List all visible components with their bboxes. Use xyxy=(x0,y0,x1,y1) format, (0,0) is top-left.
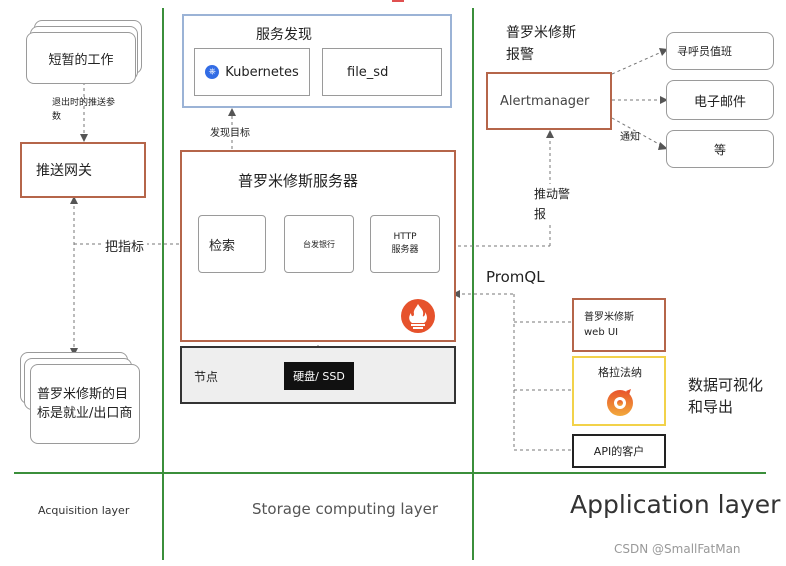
prometheus-logo-icon xyxy=(400,298,436,334)
short-job-box: 短暂的工作 xyxy=(26,32,136,84)
push-gateway-label: 推送网关 xyxy=(36,163,92,179)
api-clients-label: API的客户 xyxy=(593,445,645,458)
file-sd-label: file_sd xyxy=(347,64,389,80)
grafana-label: 格拉法纳 xyxy=(598,366,642,379)
top-red-marker xyxy=(392,0,404,2)
pagerduty-label: 寻呼员值班 xyxy=(677,45,732,58)
application-layer-label: Application layer xyxy=(570,490,781,519)
push-alerts-label: 推动警 报 xyxy=(532,184,573,224)
node-label: 节点 xyxy=(194,370,219,384)
short-job-label: 短暂的工作 xyxy=(48,52,114,68)
notify-label: 通知 xyxy=(620,132,640,143)
node-box: 节点 硬盘/ SSD xyxy=(180,346,456,404)
push-params-label: 退出时的推送参数 xyxy=(52,98,116,122)
pull-metrics-label: 把指标 xyxy=(102,236,148,255)
api-clients-box: API的客户 xyxy=(572,434,666,468)
http-server-box: HTTP 服务器 xyxy=(370,215,440,273)
layer-baseline xyxy=(14,472,766,474)
file-sd-box: file_sd xyxy=(322,48,442,96)
layer-divider-left xyxy=(162,8,164,560)
grafana-box: 格拉法纳 xyxy=(572,356,666,426)
web-ui-label: 普罗米修斯 web UI xyxy=(584,312,634,338)
service-discovery-box: 服务发现 ⎈ Kubernetes file_sd xyxy=(182,14,452,108)
etc-box: 等 xyxy=(666,130,774,168)
email-label: 电子邮件 xyxy=(693,94,746,110)
visualization-label: 数据可视化 和导出 xyxy=(688,376,764,416)
grafana-logo-icon xyxy=(604,386,636,418)
retrieval-label: 检索 xyxy=(209,238,236,254)
kubernetes-label: Kubernetes xyxy=(225,64,299,80)
alertmanager-box: Alertmanager xyxy=(486,72,612,130)
layer-divider-right xyxy=(472,8,474,560)
etc-label: 等 xyxy=(713,142,726,157)
targets-box: 普罗米修斯的目标是就业/出口商 xyxy=(30,364,140,444)
watermark: CSDN @SmallFatMan xyxy=(614,542,741,556)
kubernetes-icon: ⎈ xyxy=(205,65,220,79)
alerting-title: 普罗米修斯 报警 xyxy=(506,25,576,63)
disk-box: 硬盘/ SSD xyxy=(284,362,354,390)
kubernetes-box: ⎈ Kubernetes xyxy=(194,48,310,96)
storage-layer-label: Storage computing layer xyxy=(252,500,438,518)
web-ui-box: 普罗米修斯 web UI xyxy=(572,298,666,352)
discover-targets-label: 发现目标 xyxy=(210,128,250,139)
prometheus-server-box: 普罗米修斯服务器 检索 台发银行 HTTP 服务器 xyxy=(180,150,456,342)
promql-label: PromQL xyxy=(486,268,545,286)
tsdb-box: 台发银行 xyxy=(284,215,354,273)
alertmanager-label: Alertmanager xyxy=(500,93,590,109)
acquisition-layer-label: Acquisition layer xyxy=(38,504,130,517)
disk-label: 硬盘/ SSD xyxy=(293,370,345,383)
pagerduty-box: 寻呼员值班 xyxy=(666,32,774,70)
service-discovery-label: 服务发现 xyxy=(256,27,312,43)
retrieval-box: 检索 xyxy=(198,215,266,273)
email-box: 电子邮件 xyxy=(666,80,774,120)
push-gateway-box: 推送网关 xyxy=(20,142,146,198)
http-server-label: HTTP 服务器 xyxy=(391,232,419,255)
targets-label: 普罗米修斯的目标是就业/出口商 xyxy=(37,387,133,421)
tsdb-label: 台发银行 xyxy=(303,239,335,249)
prometheus-server-label: 普罗米修斯服务器 xyxy=(238,172,359,190)
